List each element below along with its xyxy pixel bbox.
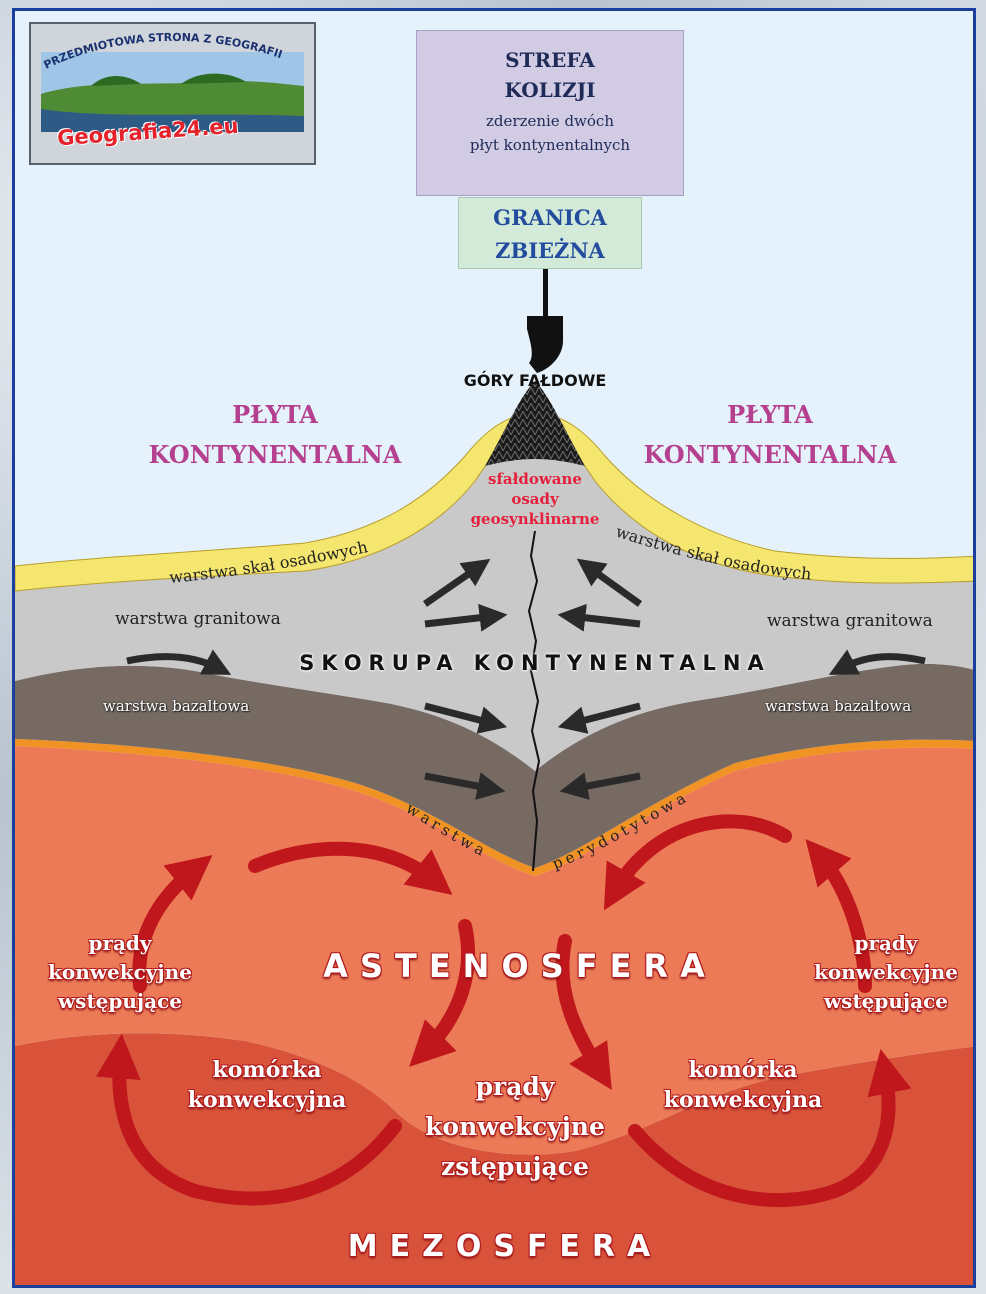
granite-label-right: warstwa granitowa [767,611,933,631]
plate-left-line-1: PŁYTA [125,395,425,435]
fold-mountains-label: GÓRY FAŁDOWE [443,371,627,390]
cell-right-line-2: konwekcyjna [643,1085,843,1115]
sinking-line-2: konwekcyjne [405,1107,625,1147]
collision-zone-title-1: STREFA [417,45,683,75]
convection-cell-left: komórka konwekcyjna [167,1055,367,1115]
folded-line-1: sfałdowane [455,469,615,489]
rising-right-line-1: prądy [801,929,971,958]
mesosphere-label: MEZOSFERA [315,1229,695,1264]
folded-line-2: osady [455,489,615,509]
collision-zone-title-2: KOLIZJI [417,75,683,105]
pointer-hand-icon [527,269,563,373]
rising-left-line-3: wstępujące [35,987,205,1016]
basalt-label-right: warstwa bazaltowa [765,697,911,715]
collision-zone-box: STREFA KOLIZJI zderzenie dwóch płyt kont… [416,30,684,196]
folded-sediments-label: sfałdowane osady geosynklinarne [455,469,615,529]
rising-currents-right: prądy konwekcyjne wstępujące [801,929,971,1016]
plate-left-label: PŁYTA KONTYNENTALNA [125,395,425,475]
cell-left-line-1: komórka [167,1055,367,1085]
granite-label-left: warstwa granitowa [115,609,281,629]
continental-crust-label: SKORUPA KONTYNENTALNA [255,651,815,675]
convection-cell-right: komórka konwekcyjna [643,1055,843,1115]
cell-right-line-1: komórka [643,1055,843,1085]
sinking-line-3: zstępujące [405,1147,625,1187]
plate-right-label: PŁYTA KONTYNENTALNA [620,395,920,475]
sinking-line-1: prądy [405,1067,625,1107]
diagram-frame: warstwa skał osadowych warstwa skał osad… [12,8,976,1288]
sinking-currents-label: prądy konwekcyjne zstępujące [405,1067,625,1187]
collision-zone-sub-1: zderzenie dwóch [417,109,683,133]
cell-left-line-2: konwekcyjna [167,1085,367,1115]
rising-left-line-1: prądy [35,929,205,958]
rising-currents-left: prądy konwekcyjne wstępujące [35,929,205,1016]
convergent-boundary-line-2: ZBIEŻNA [459,234,641,267]
plate-right-line-2: KONTYNENTALNA [620,435,920,475]
plate-left-line-2: KONTYNENTALNA [125,435,425,475]
rising-left-line-2: konwekcyjne [35,958,205,987]
folded-line-3: geosynklinarne [455,509,615,529]
asthenosphere-label: ASTENOSFERA [295,947,745,985]
site-logo[interactable]: PRZEDMIOTOWA STRONA Z GEOGRAFII Geografi… [29,22,316,165]
rising-right-line-3: wstępujące [801,987,971,1016]
convergent-boundary-line-1: GRANICA [459,201,641,234]
convergent-boundary-box: GRANICA ZBIEŻNA [458,197,642,269]
basalt-label-left: warstwa bazaltowa [103,697,249,715]
plate-right-line-1: PŁYTA [620,395,920,435]
collision-zone-sub-2: płyt kontynentalnych [417,133,683,157]
rising-right-line-2: konwekcyjne [801,958,971,987]
